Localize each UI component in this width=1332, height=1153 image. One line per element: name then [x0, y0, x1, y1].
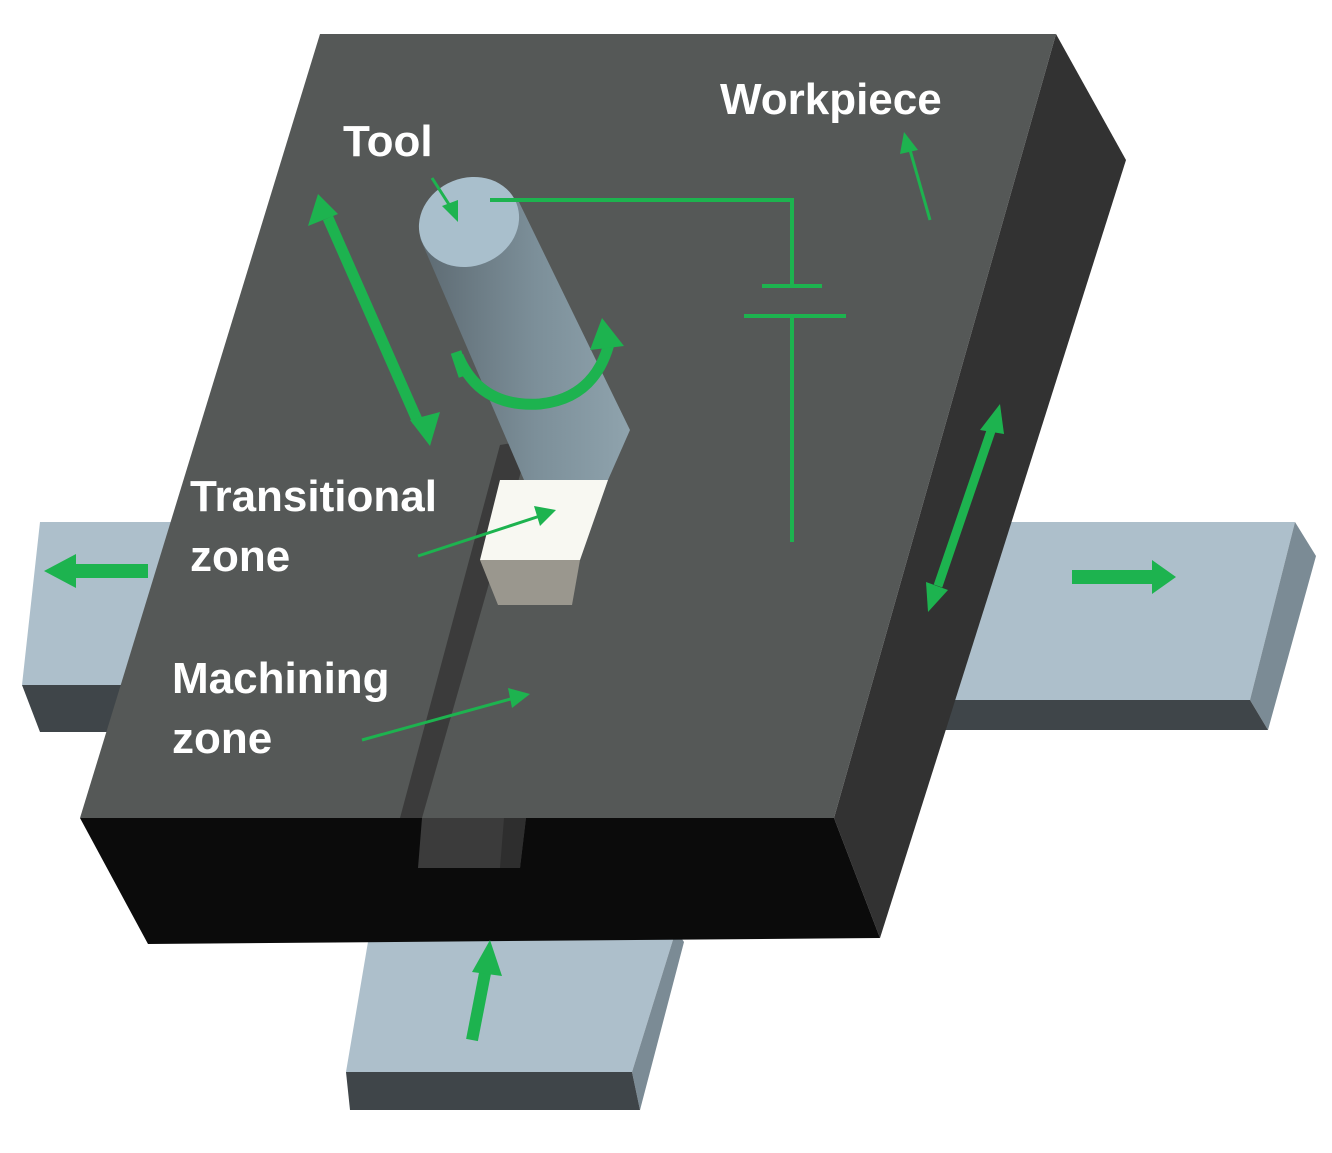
label-workpiece: Workpiece	[720, 75, 942, 124]
plate-front-side	[80, 818, 880, 944]
tool-feed-double-arrow	[308, 194, 440, 446]
label-machining-line1: Machining	[172, 654, 390, 703]
label-transitional-line2: zone	[190, 532, 290, 581]
right-bar-top	[940, 522, 1295, 700]
slot-bottom	[500, 818, 526, 868]
slot-floor	[418, 818, 526, 868]
right-bar	[935, 522, 1316, 730]
label-machining-line2: zone	[172, 714, 272, 763]
tool-body	[420, 200, 630, 480]
workpiece-feed-double-arrow	[926, 404, 1004, 612]
workpiece-pointer-arrow	[900, 132, 932, 221]
machining-pointer-arrow	[361, 688, 530, 742]
label-tool: Tool	[343, 117, 433, 166]
plate-right-side	[834, 34, 1126, 938]
right-bar-arrow	[1072, 560, 1176, 594]
bottom-bar	[346, 930, 684, 1110]
power-source	[490, 198, 846, 542]
rotation-arrow-icon	[450, 318, 624, 410]
transitional-block-front	[480, 560, 580, 605]
left-bar-arrow	[44, 554, 148, 588]
right-bar-front	[935, 700, 1268, 730]
motion-arrows	[44, 132, 1176, 1042]
bottom-bar-front	[346, 1072, 640, 1110]
tool-pointer-arrow	[430, 177, 458, 222]
right-bar-side	[1250, 522, 1316, 730]
transitional-pointer-arrow	[417, 506, 556, 558]
wire-tool-to-source	[490, 198, 794, 284]
bottom-bar-side	[632, 930, 684, 1110]
label-transitional-line1: Transitional	[190, 472, 437, 521]
bottom-bar-arrow	[466, 940, 502, 1042]
bottom-bar-top	[346, 930, 676, 1072]
